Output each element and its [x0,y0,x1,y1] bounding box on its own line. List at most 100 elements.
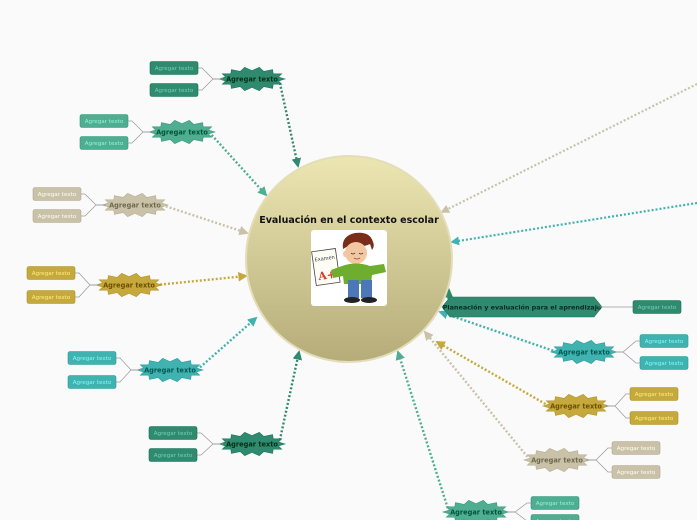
subtopic-label: Agregar texto [617,446,656,452]
subtopic-label: Agregar texto [38,214,77,220]
leaf-connector [605,405,630,419]
leaf-connector [198,67,223,80]
subtopic-box [629,387,679,401]
subtopic-6-2[interactable]: Agregar texto [148,448,198,462]
leaf-connector [586,459,612,473]
offscreen-connector-1 [440,83,697,213]
topic-label: Planeación y evaluación para el aprendiz… [443,304,602,312]
subtopic-box [79,136,129,150]
leaf-connector [128,131,153,144]
main-topic-7[interactable]: Planeación y evaluación para el aprendiz… [441,296,682,318]
subtopic-11-2[interactable]: Agregar texto [530,514,580,520]
leaf-connector [81,193,106,206]
subtopic-3-1[interactable]: Agregar texto [32,187,82,201]
leaf-connector [505,511,527,520]
subtopic-3-2[interactable]: Agregar texto [32,209,82,223]
connector-topic-11 [395,350,451,513]
topic-label: Agregar texto [109,202,161,210]
leaf-connector [128,120,153,133]
leaf-connector [81,204,106,217]
subtopic-label: Agregar texto [32,295,71,301]
subtopic-box [32,209,82,223]
topic-label: Agregar texto [558,349,610,357]
subtopic-label: Agregar texto [85,141,124,147]
subtopic-box [32,187,82,201]
subtopic-10-1[interactable]: Agregar texto [611,441,661,455]
subtopic-11-1[interactable]: Agregar texto [530,496,580,510]
connector-topic-5 [196,316,258,371]
subtopic-box [639,356,689,370]
subtopic-5-2[interactable]: Agregar texto [67,375,117,389]
subtopic-9-1[interactable]: Agregar texto [629,387,679,401]
subtopic-box [632,300,682,314]
connector-topic-3 [161,203,249,236]
subtopic-label: Agregar texto [635,392,674,398]
leaf-connector [505,502,531,513]
subtopic-1-1[interactable]: Agregar texto [149,61,199,75]
topic-label: Agregar texto [103,282,155,290]
subtopic-8-2[interactable]: Agregar texto [639,356,689,370]
leaf-connector [75,272,100,286]
leaf-connector [613,340,640,353]
subtopic-box [26,290,76,304]
connector-topic-10 [423,330,531,461]
subtopic-label: Agregar texto [154,453,193,459]
subtopic-box [26,266,76,280]
subtopic-10-2[interactable]: Agregar texto [611,465,661,479]
subtopic-label: Agregar texto [536,501,575,507]
subtopic-5-1[interactable]: Agregar texto [67,351,117,365]
subtopic-7-1[interactable]: Agregar texto [632,300,682,314]
subtopic-2-1[interactable]: Agregar texto [79,114,129,128]
topic-label: Agregar texto [450,509,502,517]
connector-topic-6 [277,350,303,445]
subtopic-label: Agregar texto [73,380,112,386]
subtopic-box [148,426,198,440]
central-topic[interactable]: Evaluación en el contexto escolar Examen… [245,155,453,363]
subtopic-4-1[interactable]: Agregar texto [26,266,76,280]
subtopic-label: Agregar texto [645,361,684,367]
subtopic-label: Agregar texto [38,192,77,198]
subtopic-6-1[interactable]: Agregar texto [148,426,198,440]
subtopic-label: Agregar texto [85,119,124,125]
subtopic-label: Agregar texto [155,66,194,72]
leaf-connector [197,432,223,445]
subtopic-label: Agregar texto [154,431,193,437]
subtopic-4-2[interactable]: Agregar texto [26,290,76,304]
subtopic-box [79,114,129,128]
subtopic-box [611,441,661,455]
connector-topic-9 [435,340,550,408]
subtopic-1-2[interactable]: Agregar texto [149,83,199,97]
subtopic-9-2[interactable]: Agregar texto [629,411,679,425]
exam-paper-label: Examen [314,255,335,264]
leaf-connector [605,393,630,407]
leaf-connector [613,351,640,364]
leaf-connector [116,369,141,383]
subtopic-box [148,448,198,462]
subtopic-8-1[interactable]: Agregar texto [639,334,689,348]
student-exam-illustration: Examen A+ [311,230,387,306]
topic-label: Agregar texto [156,129,208,137]
topic-shape [549,339,619,365]
topic-shape [541,393,611,419]
subtopic-label: Agregar texto [638,305,677,311]
leaf-connector [197,443,223,456]
subtopic-box [149,83,199,97]
topic-label: Agregar texto [226,76,278,84]
subtopic-2-2[interactable]: Agregar texto [79,136,129,150]
topic-shape [441,499,511,520]
subtopic-label: Agregar texto [635,416,674,422]
subtopic-label: Agregar texto [155,88,194,94]
